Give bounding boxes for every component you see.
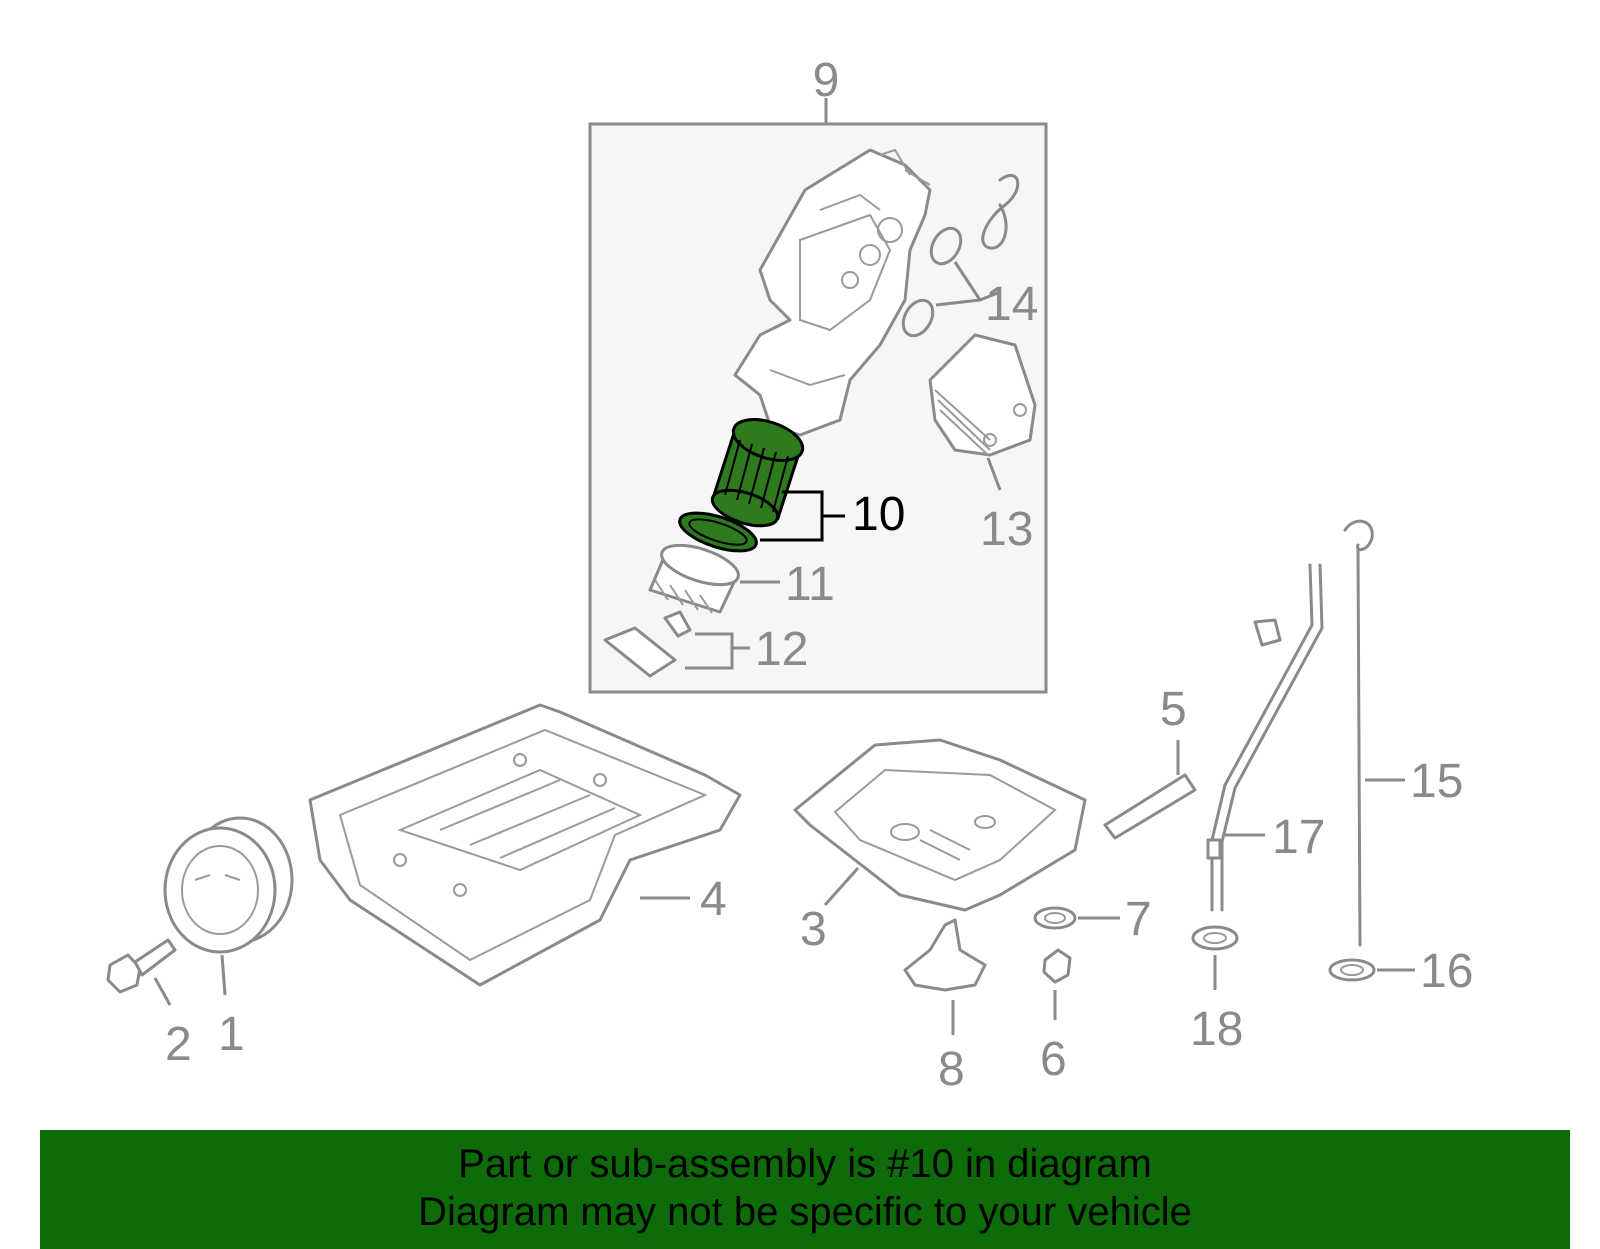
callout-17: 17 <box>1272 811 1325 864</box>
callout-15: 15 <box>1410 755 1463 808</box>
callout-13: 13 <box>980 503 1033 556</box>
oil-filter-element: 10 <box>678 418 905 553</box>
brackets: 12 <box>603 610 808 678</box>
callout-12: 12 <box>755 623 808 676</box>
footer-line-1: Part or sub-assembly is #10 in diagram <box>458 1142 1152 1186</box>
drain-washer: 7 <box>1033 893 1152 946</box>
callout-3: 3 <box>800 903 827 956</box>
callout-8: 8 <box>938 1043 965 1096</box>
dipstick-tube-seal: 18 <box>1190 925 1243 1056</box>
parts-diagram: 9 14 13 10 <box>106 54 1473 1096</box>
callout-11: 11 <box>785 558 835 611</box>
footer-line-2: Diagram may not be specific to your vehi… <box>418 1190 1192 1234</box>
gasket-strip: 5 <box>1103 683 1197 840</box>
drain-plug: 6 <box>1040 948 1072 1086</box>
pulley-bolt: 2 <box>106 938 192 1071</box>
callout-7: 7 <box>1125 893 1152 946</box>
callout-9: 9 <box>813 54 840 107</box>
oil-filter-housing <box>733 148 932 437</box>
callout-18: 18 <box>1190 1003 1243 1056</box>
callout-4: 4 <box>700 873 727 926</box>
callout-2: 2 <box>165 1018 192 1071</box>
callout-10: 10 <box>852 488 905 541</box>
oil-level-sensor: 8 <box>903 918 987 1096</box>
callout-6: 6 <box>1040 1033 1067 1086</box>
footer-banner: Part or sub-assembly is #10 in diagram D… <box>40 1130 1570 1249</box>
o-rings: 14 <box>901 173 1038 338</box>
dipstick-tube: 17 <box>1206 563 1325 912</box>
lower-oil-pan: 3 <box>793 738 1087 956</box>
filter-cap: 11 <box>648 543 835 614</box>
dipstick: 15 <box>1343 519 1463 947</box>
upper-oil-pan: 4 <box>308 703 742 987</box>
callout-14: 14 <box>985 278 1038 331</box>
crankshaft-pulley: 1 <box>163 816 294 1061</box>
callout-5: 5 <box>1160 683 1187 736</box>
callout-16: 16 <box>1420 945 1473 998</box>
callout-1: 1 <box>218 1008 245 1061</box>
dipstick-seal: 16 <box>1328 945 1473 998</box>
oil-cooler: 13 <box>928 333 1037 556</box>
